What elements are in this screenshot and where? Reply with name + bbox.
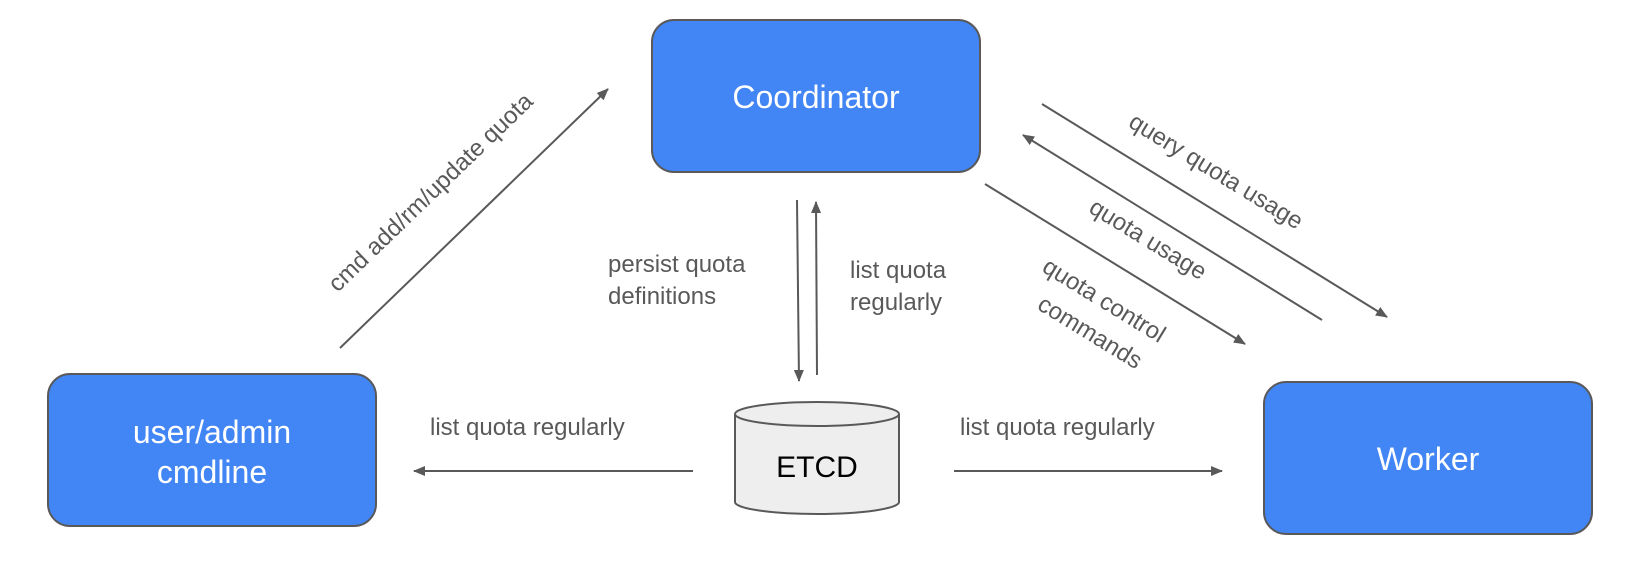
- arrow-coordinator-to-etcd: [793, 199, 804, 382]
- etcd-cylinder-top: [734, 413, 900, 427]
- worker-box: [1263, 381, 1593, 535]
- arrow-etcd-to-coordinator: [811, 201, 822, 376]
- user-admin-label-line1: user/admin: [133, 414, 291, 450]
- arrow-user-to-coordinator: [339, 88, 609, 349]
- arrow-quota-control-commands: [984, 183, 1246, 345]
- coordinator-label: Coordinator: [732, 79, 900, 115]
- label-cmd-add-rm-update-quota: cmd add/rm/update quota: [323, 87, 539, 297]
- worker-node: Worker: [1263, 381, 1593, 535]
- user-admin-label-line2: cmdline: [157, 454, 267, 490]
- label-list-quota-line1: list quota: [850, 257, 947, 284]
- etcd-label: ETCD: [776, 451, 858, 484]
- arrow-quota-usage: [1022, 134, 1323, 321]
- label-etcd-to-worker: list quota regularly: [960, 414, 1155, 441]
- label-persist-line1: persist quota: [608, 251, 746, 278]
- etcd-cylinder-icon: [734, 401, 900, 515]
- worker-label: Worker: [1377, 441, 1480, 477]
- etcd-node: ETCD: [734, 401, 900, 515]
- label-persist-line2: definitions: [608, 283, 716, 310]
- coordinator-node: Coordinator: [651, 19, 981, 173]
- arrow-query-quota-usage: [1041, 103, 1388, 318]
- label-etcd-to-user: list quota regularly: [430, 414, 625, 441]
- label-list-quota-line2: regularly: [850, 289, 942, 316]
- coordinator-box: [651, 19, 981, 173]
- user-admin-node: user/admin cmdline: [47, 373, 377, 527]
- user-admin-box: [47, 373, 377, 527]
